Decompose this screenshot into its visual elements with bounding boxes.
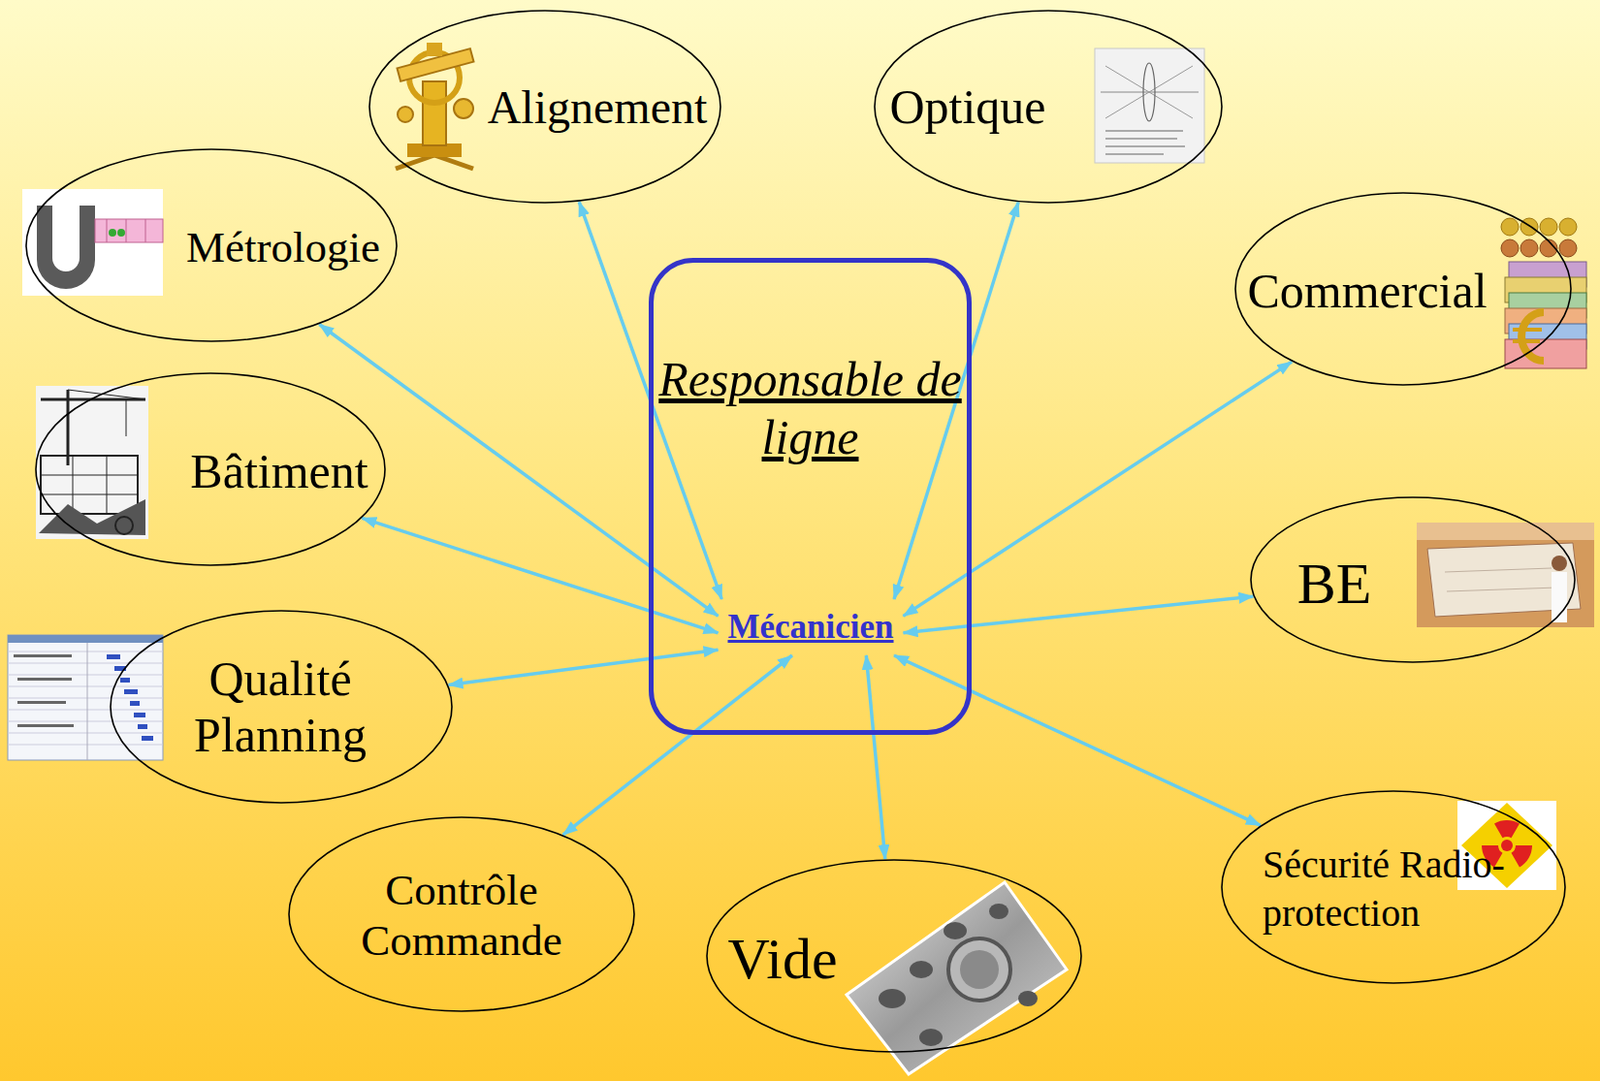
double-arrow bbox=[894, 655, 1261, 826]
theodolite-icon bbox=[395, 42, 474, 169]
double-arrow bbox=[865, 655, 886, 860]
node-label: Sécurité Radio-protection bbox=[1262, 840, 1535, 938]
ellipse-shape bbox=[110, 610, 452, 803]
optics-sketch bbox=[1094, 48, 1205, 163]
node-label: Alignement bbox=[487, 80, 708, 134]
ellipse-shape bbox=[706, 860, 1082, 1053]
node-label: Contrôle Commande bbox=[357, 864, 567, 966]
design-office-photo bbox=[1416, 522, 1595, 628]
role-label-text: Mécanicien bbox=[727, 607, 894, 648]
ellipse-outline bbox=[1220, 790, 1567, 985]
ellipse-shape bbox=[1250, 497, 1575, 663]
ellipse-node: Optique bbox=[873, 9, 1223, 204]
ellipse-shape bbox=[874, 10, 1222, 203]
ellipse-node: Commercial bbox=[1234, 192, 1572, 386]
role-label: Mécanicien bbox=[717, 599, 903, 656]
node-label: Commercial bbox=[1247, 263, 1487, 320]
ellipse-node: Sécurité Radio-protection bbox=[1220, 790, 1567, 985]
double-arrow bbox=[563, 655, 793, 835]
building-sketch bbox=[35, 385, 149, 540]
double-arrow bbox=[361, 517, 718, 633]
ellipse-shape bbox=[288, 817, 635, 1012]
money-icon bbox=[1501, 218, 1587, 369]
role-title: Responsable de ligne bbox=[653, 350, 967, 467]
double-arrow bbox=[319, 324, 718, 617]
ellipse-node: Qualité Planning bbox=[109, 609, 453, 804]
node-label: Optique bbox=[889, 79, 1046, 135]
double-arrow bbox=[903, 596, 1254, 634]
double-arrow bbox=[448, 649, 719, 685]
ellipse-node: Vide bbox=[705, 859, 1083, 1054]
node-label: Bâtiment bbox=[190, 444, 368, 500]
ellipse-outline bbox=[109, 609, 453, 804]
ellipse-node: Bâtiment bbox=[34, 372, 386, 567]
node-label: Qualité Planning bbox=[183, 650, 378, 764]
ellipse-shape bbox=[1235, 192, 1571, 385]
ellipse-shape bbox=[35, 373, 385, 566]
node-label: BE bbox=[1297, 550, 1373, 618]
ellipse-node: Contrôle Commande bbox=[288, 816, 636, 1013]
ellipse-shape bbox=[26, 149, 397, 342]
ellipse-node: Métrologie bbox=[25, 148, 398, 343]
ellipse-shape bbox=[369, 10, 721, 203]
node-label: Vide bbox=[727, 926, 837, 993]
node-label: Métrologie bbox=[186, 222, 381, 273]
ellipse-node: BE bbox=[1249, 496, 1576, 664]
ellipse-node: Alignement bbox=[368, 9, 722, 204]
role-box: Responsable de ligneMécanicien bbox=[648, 257, 972, 736]
ellipse-shape bbox=[1221, 791, 1566, 984]
vacuum-part-photo bbox=[846, 882, 1067, 1075]
